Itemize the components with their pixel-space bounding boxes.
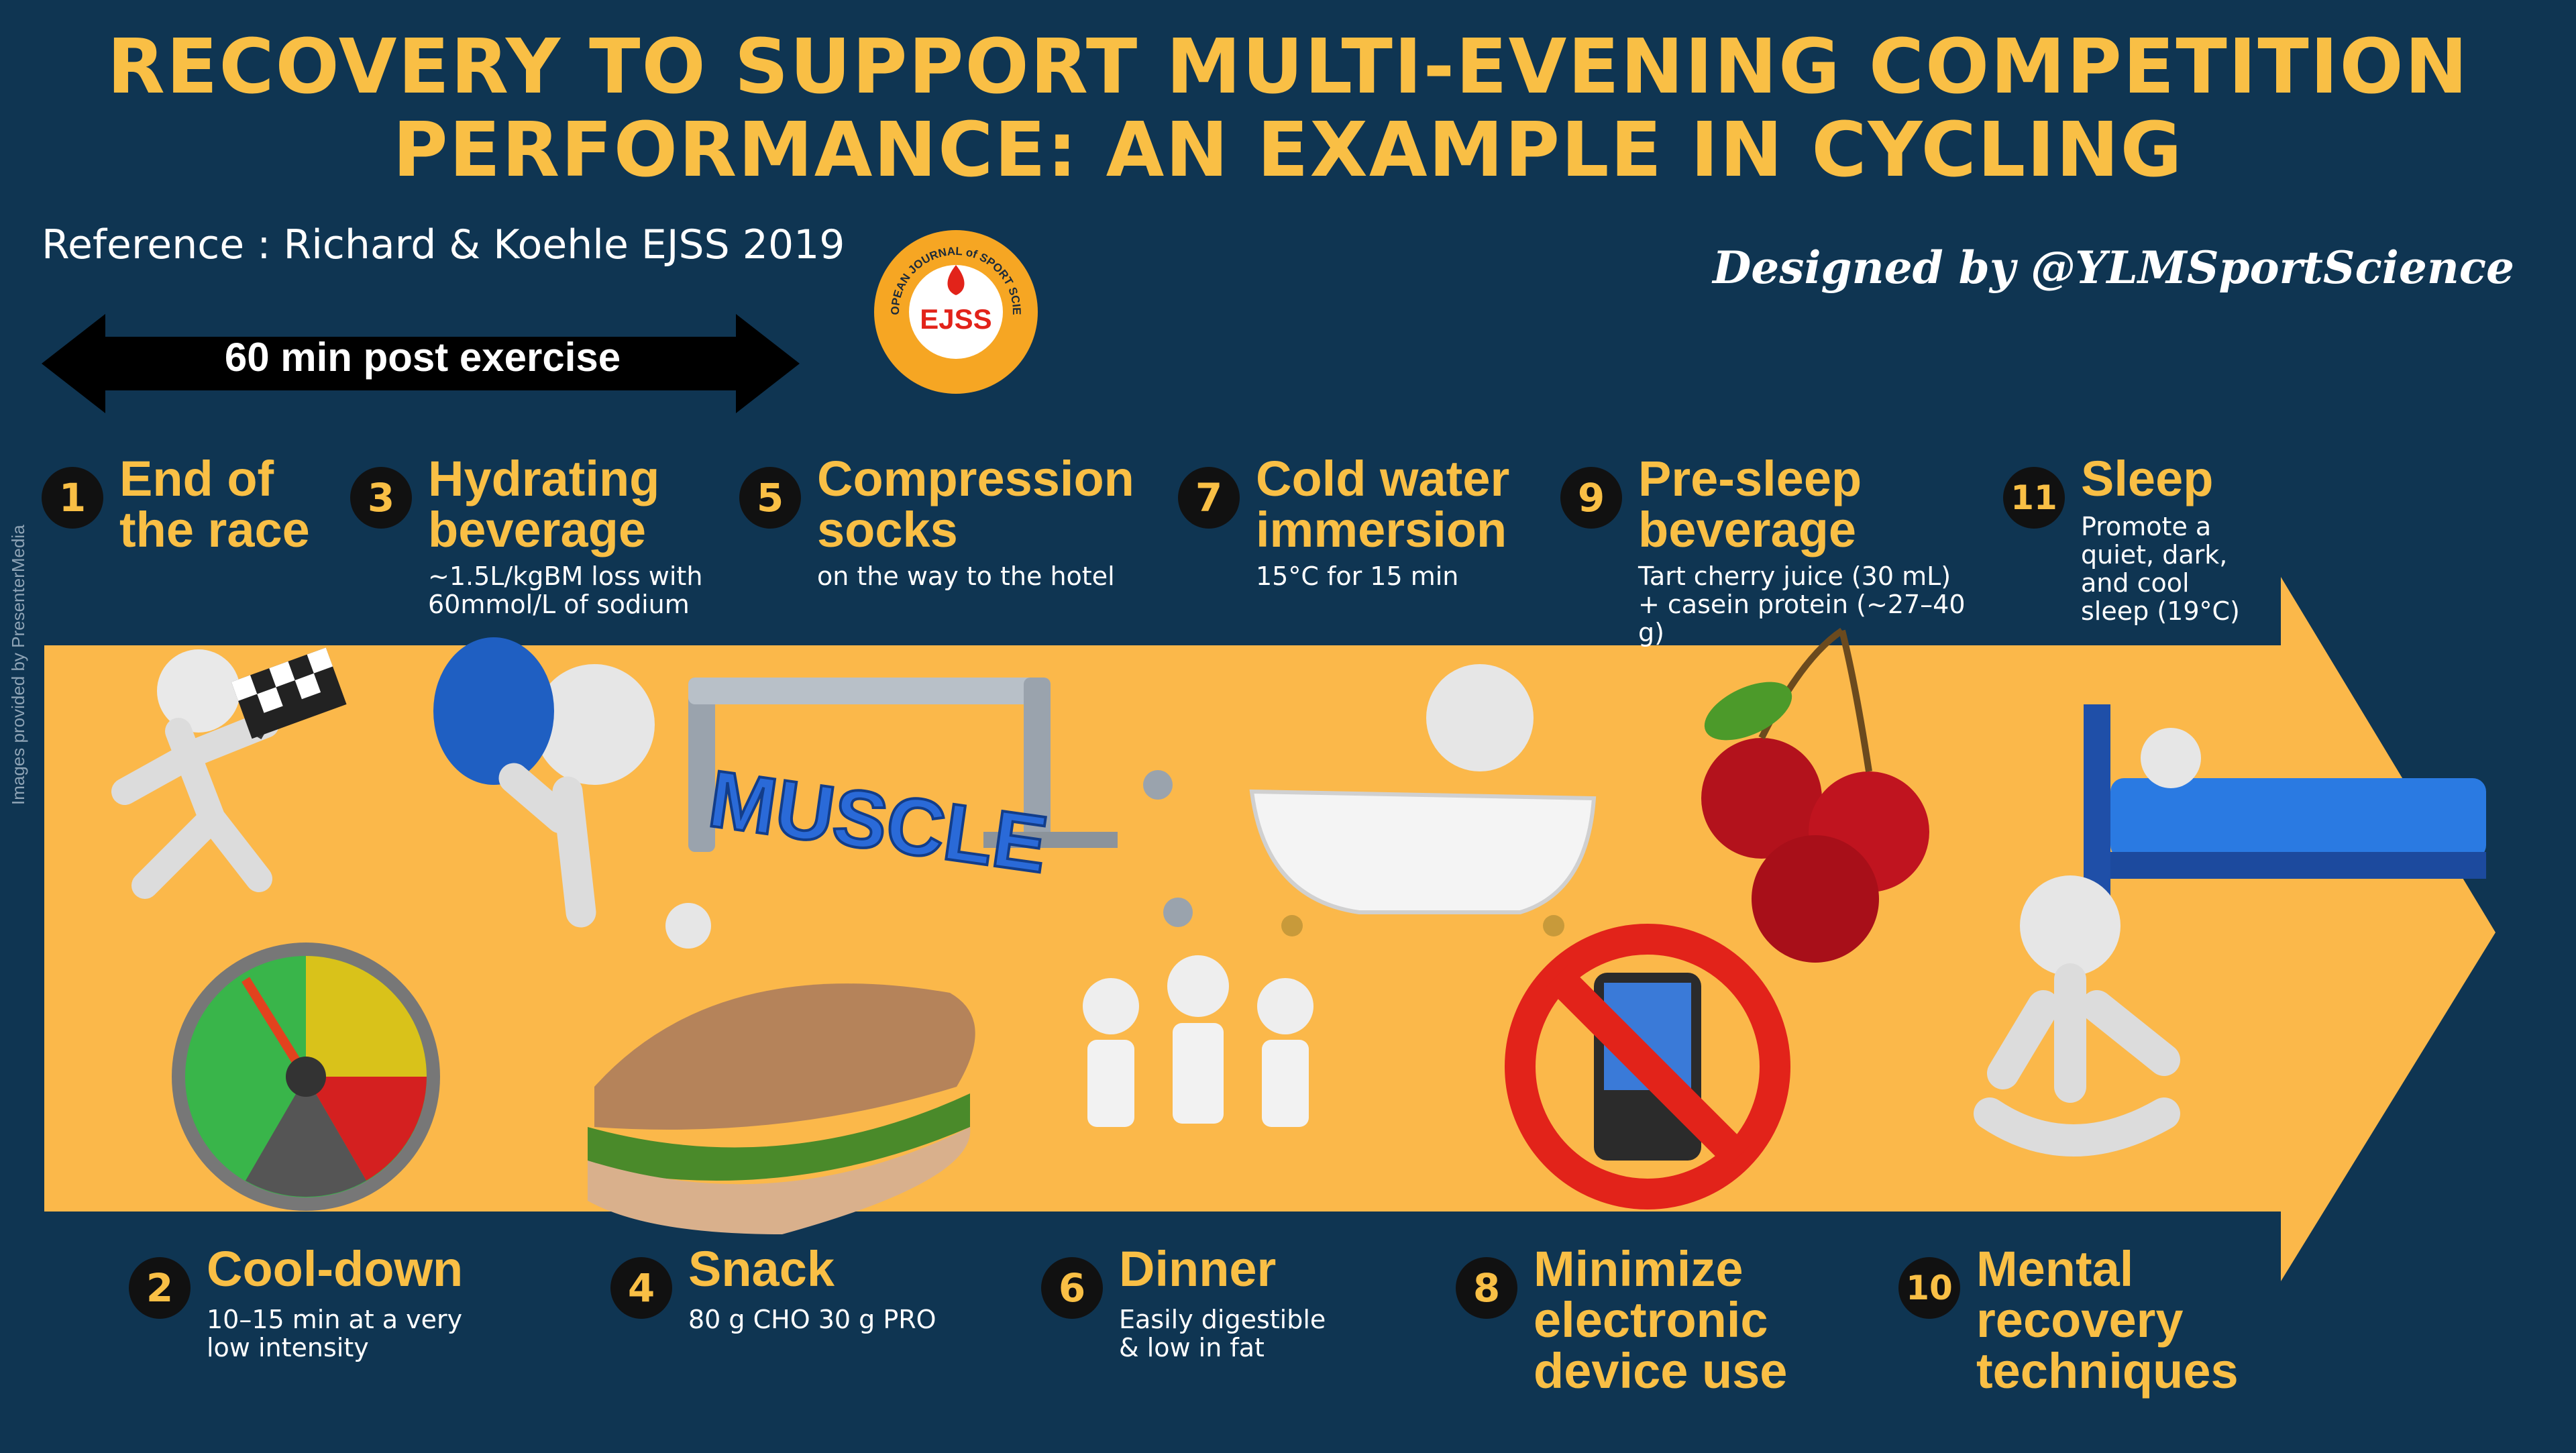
step-2-title: Cool-down [207, 1241, 464, 1297]
title-line-1: RECOVERY TO SUPPORT MULTI-EVENING COMPET… [107, 23, 2469, 111]
step-1-title: End of the race [119, 451, 310, 557]
step-11-number: 11 [2003, 467, 2065, 529]
clamp-icon [688, 678, 1193, 927]
post-exercise-label: 60 min post exercise [224, 335, 621, 380]
image-credit: Images provided by PresenterMedia [8, 525, 28, 805]
step-7-title: Cold water immersion [1256, 451, 1510, 557]
gauge-icon [172, 943, 440, 1211]
no-phone-icon [1505, 924, 1790, 1209]
step-11-title: Sleep [2081, 451, 2214, 506]
post-exercise-arrow [42, 314, 800, 413]
logo-abbr: EJSS [920, 303, 991, 335]
step-9-number: 9 [1560, 467, 1622, 529]
muscle-word: MUSCLE [704, 753, 1053, 890]
step-5-desc: on the way to the hotel [817, 561, 1115, 591]
step-6-number: 6 [1041, 1257, 1103, 1319]
drinking-figure-icon [433, 637, 655, 928]
step-6-desc: Easily digestible & low in fat [1119, 1305, 1326, 1362]
step-5-number: 5 [739, 467, 801, 529]
step-10-title: Mental recovery techniques [1976, 1241, 2239, 1399]
step-2-desc: 10–15 min at a very low intensity [207, 1305, 463, 1362]
step-3-number: 3 [350, 467, 412, 529]
designer-credit: Designed by @YLMSportScience [1713, 241, 2514, 294]
step-5-title: Compression socks [817, 451, 1134, 557]
step-1-number: 1 [42, 467, 103, 529]
step-4-desc: 80 g CHO 30 g PRO [688, 1305, 936, 1334]
page-title: RECOVERY TO SUPPORT MULTI-EVENING COMPET… [0, 25, 2576, 192]
bathtub-icon [1249, 664, 1597, 936]
chefs-icon [1083, 955, 1313, 1127]
checkered-flag-icon [231, 647, 347, 739]
illustrations: MUSCLE [111, 627, 2486, 1234]
step-7-desc: 15°C for 15 min [1256, 561, 1459, 591]
step-2-number: 2 [129, 1257, 191, 1319]
ejss-logo: EJSS EUROPEAN JOURNAL of SPORT SCIENCE [872, 228, 1038, 394]
step-6-title: Dinner [1119, 1241, 1277, 1297]
step-3-desc: ~1.5L/kgBM loss with 60mmol/L of sodium [428, 561, 703, 619]
flame-icon [947, 265, 965, 295]
cherries-icon [1701, 627, 1929, 963]
title-line-2: PERFORMANCE: AN EXAMPLE IN CYCLING [392, 107, 2184, 194]
step-7-number: 7 [1178, 467, 1240, 529]
step-8-title: Minimize electronic device use [1534, 1241, 1788, 1399]
sandwich-icon [588, 903, 975, 1234]
step-10-number: 10 [1898, 1257, 1960, 1319]
step-9-desc: Tart cherry juice (30 mL) + casein prote… [1638, 561, 1966, 647]
step-8-number: 8 [1456, 1257, 1517, 1319]
step-4-number: 4 [610, 1257, 672, 1319]
reference-text: Reference : Richard & Koehle EJSS 2019 [42, 221, 845, 268]
step-3-title: Hydrating beverage [428, 451, 660, 557]
step-4-title: Snack [688, 1241, 835, 1297]
meditation-figure-icon [1974, 875, 2180, 1156]
step-11-desc: Promote a quiet, dark, and cool sleep (1… [2081, 512, 2240, 626]
bed-icon [2084, 704, 2486, 906]
step-9-title: Pre-sleep beverage [1638, 451, 1862, 557]
